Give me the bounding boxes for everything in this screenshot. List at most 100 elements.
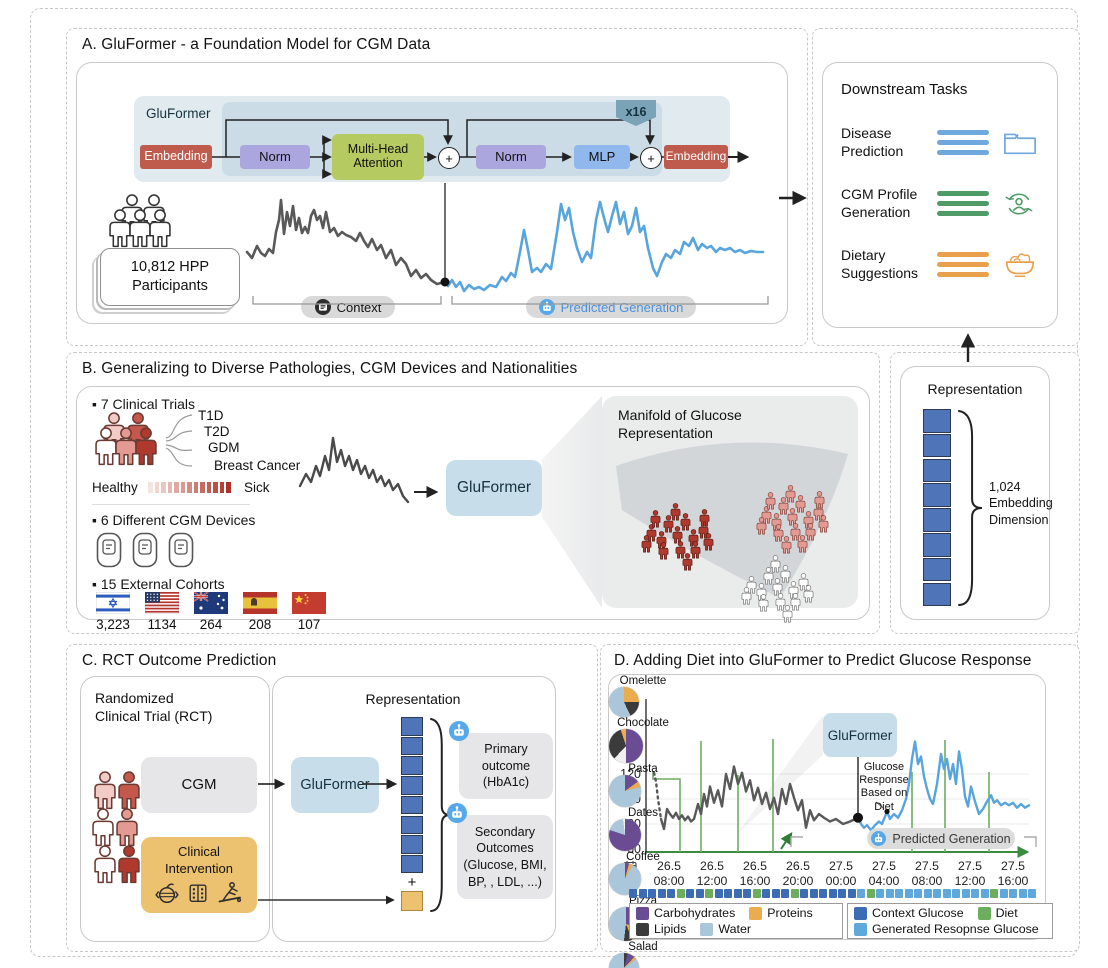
cluster-person-icon	[765, 492, 776, 510]
cgm-token	[695, 889, 704, 898]
panel-a-title: A. GluFormer - a Foundation Model for CG…	[82, 36, 431, 53]
cluster-person-icon	[773, 524, 784, 542]
cluster-person-icon	[641, 535, 652, 553]
cluster-person-icon	[787, 508, 798, 526]
cohort-count: 3,223	[96, 617, 130, 632]
cgm-token	[705, 889, 713, 898]
norm1-block: Norm	[240, 145, 310, 169]
cluster-person-icon	[775, 593, 786, 611]
response-note-line3: Based on	[860, 787, 908, 800]
x-time: 16:00	[997, 874, 1029, 888]
legend-swatch	[636, 922, 649, 936]
x-date: 27.5	[872, 859, 896, 873]
cgm-token	[904, 889, 913, 898]
primary-outcome-box: Primary outcome (HbA1c)	[459, 733, 553, 799]
cgm-token	[1018, 889, 1027, 898]
intervention-token	[401, 891, 423, 911]
participants-card: 10,812 HPP Participants	[100, 248, 240, 306]
cgm-token	[629, 889, 637, 898]
cgm-token	[781, 889, 789, 898]
cluster-person-icon	[756, 517, 767, 535]
calendar-icon	[623, 860, 637, 874]
legend-swatch	[977, 906, 991, 920]
external-cohorts-item: ▪ 15 External Cohorts	[92, 576, 225, 592]
cgm-device-icon	[132, 532, 158, 568]
usa-flag-icon	[145, 592, 179, 614]
cluster-person-icon	[798, 573, 809, 591]
context-icon	[314, 299, 331, 315]
legend-swatch	[749, 906, 763, 920]
rct-line1: Randomized	[95, 690, 174, 706]
person-icon	[94, 427, 118, 466]
cgm-token	[1009, 889, 1017, 898]
context-pill-label: Context	[336, 299, 382, 315]
cluster-person-icon	[650, 510, 661, 528]
task-bar	[937, 129, 989, 136]
person-icon	[117, 845, 141, 884]
task-bars	[937, 251, 989, 278]
gradient-bar	[206, 482, 211, 493]
response-note-line4: Diet	[874, 800, 894, 813]
legend-item: Diet	[977, 906, 1018, 920]
rct-population-icon	[91, 771, 147, 891]
cohort-item: 1134	[145, 592, 179, 632]
legend-label: Proteins	[767, 906, 813, 920]
embedding-cell	[401, 854, 423, 874]
cluster-person-icon	[682, 553, 693, 571]
embedding-cell	[923, 508, 951, 532]
rct-representation-box: Representation GluFormer + Primary outco…	[272, 676, 556, 942]
person-icon	[93, 845, 117, 884]
person-icon	[115, 808, 139, 847]
x-time: 08:00	[653, 874, 685, 888]
residual-add-2: +	[640, 147, 662, 169]
trial-label-t1d: T1D	[198, 408, 224, 423]
embedding-cell	[923, 533, 951, 557]
task-bar	[937, 200, 989, 207]
response-note-line1: Glucose	[863, 761, 905, 773]
task-bar	[937, 139, 989, 146]
manifold-sheet	[616, 442, 848, 598]
clinical-trials-item: ▪ 7 Clinical Trials	[92, 396, 195, 412]
task-bar	[937, 210, 989, 217]
clock-icon	[623, 876, 637, 890]
gradient-bar	[161, 482, 166, 493]
panel-c-title: C. RCT Outcome Prediction	[82, 652, 277, 669]
gluformer-label: GluFormer	[146, 106, 211, 121]
cluster-person-icon	[814, 491, 825, 509]
israel-flag-icon	[96, 592, 130, 614]
legend-label: Context Glucose	[872, 906, 964, 920]
divider-line	[92, 504, 250, 505]
manifold-box: Manifold of Glucose Representation	[602, 396, 858, 623]
australia-flag-icon	[194, 592, 228, 614]
cluster-person-icon	[690, 541, 701, 559]
rct-box: Randomized Clinical Trial (RCT) CGM Clin…	[80, 676, 270, 942]
cgm-token	[733, 889, 742, 898]
cluster-person-icon	[805, 523, 816, 541]
cluster-person-icon	[797, 535, 808, 553]
intervention-line2: Intervention	[165, 860, 233, 876]
gradient-bar	[200, 482, 205, 493]
cgm-token	[961, 889, 970, 898]
cgm-trace-panel-b	[298, 436, 410, 504]
mlp-block: MLP	[574, 145, 630, 169]
cluster-person-icon	[770, 555, 781, 573]
cluster-person-icon	[699, 509, 710, 527]
legend-label: Lipids	[654, 922, 687, 936]
embedding-cell	[401, 776, 423, 795]
embedding-dim-line1: 1,024	[989, 480, 1021, 494]
gradient-bar	[154, 482, 159, 493]
cgm-token	[800, 889, 808, 898]
gluformer-box-c: GluFormer	[291, 757, 379, 813]
cluster-person-icon	[758, 594, 769, 612]
mha-line2: Attention	[353, 156, 403, 170]
pills-icon	[187, 881, 209, 905]
cgm-token	[686, 889, 694, 898]
predicted-generation-pill-d: Predicted Generation	[867, 828, 1015, 849]
transformer-connectors	[212, 119, 664, 179]
cgm-device-icons	[96, 532, 194, 568]
